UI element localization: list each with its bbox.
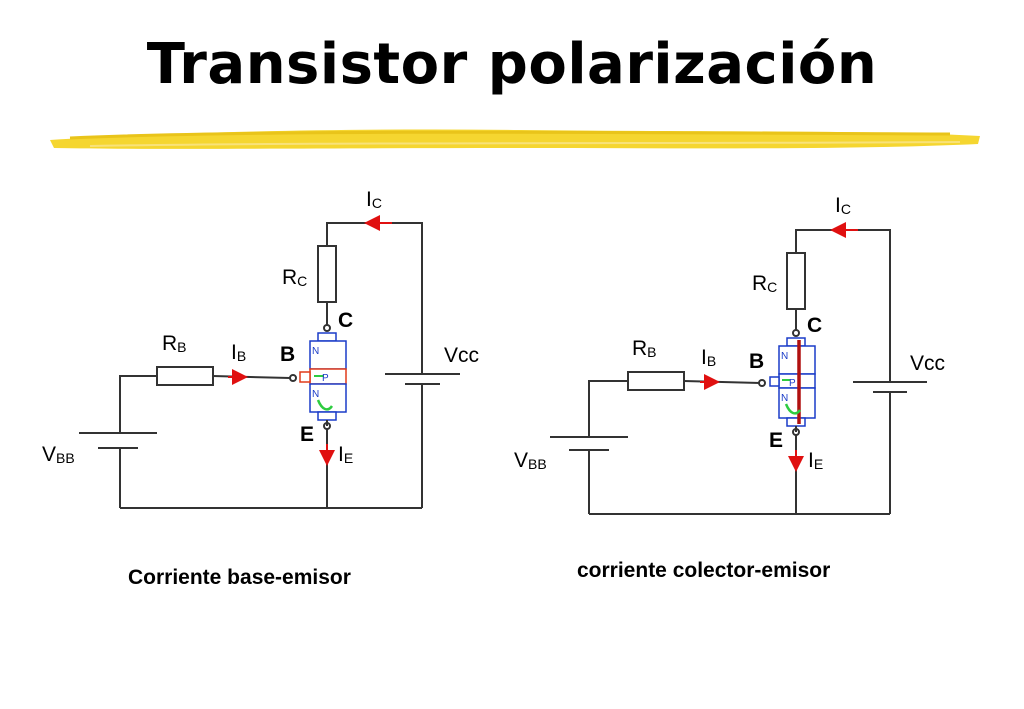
label-collector: C	[807, 314, 822, 337]
wire-left-vbb	[588, 380, 628, 514]
layer-n-bottom: N	[312, 389, 319, 400]
layer-n-bottom: N	[781, 393, 788, 404]
label-emitter: E	[769, 429, 783, 452]
circuit-base-emitter	[79, 222, 460, 509]
label-ib: IB	[701, 346, 716, 369]
caption-base-emitter: Corriente base-emisor	[128, 566, 351, 589]
label-ic: IC	[835, 194, 851, 217]
label-ie: IE	[808, 449, 823, 472]
label-emitter: E	[300, 423, 314, 446]
resistor-rc	[786, 252, 806, 310]
label-collector: C	[338, 309, 353, 332]
wire-left-vbb	[119, 375, 157, 508]
resistor-rb	[627, 371, 685, 391]
label-rc: RC	[282, 266, 307, 289]
layer-n-top: N	[781, 351, 788, 362]
caption-collector-emitter: corriente colector-emisor	[577, 559, 831, 582]
label-rc: RC	[752, 272, 777, 295]
wire-rb-base	[212, 375, 291, 379]
layer-p: P	[322, 373, 329, 384]
label-base: B	[280, 343, 295, 366]
resistor-rc	[317, 245, 337, 303]
resistor-rb	[156, 366, 214, 386]
label-vbb: VBB	[514, 449, 547, 472]
terminal-collector	[792, 329, 800, 337]
terminal-base	[758, 379, 766, 387]
wire-rb-base	[683, 380, 761, 384]
label-ie: IE	[338, 443, 353, 466]
transistor-1	[299, 332, 347, 426]
label-vcc: Vcc	[444, 344, 479, 367]
label-ic: IC	[366, 188, 382, 211]
layer-n-top: N	[312, 346, 319, 357]
label-vbb: VBB	[42, 443, 75, 466]
slide-title: Transistor polarización	[146, 32, 878, 97]
label-rb: RB	[162, 332, 187, 355]
label-ib: IB	[231, 341, 246, 364]
layer-p: P	[789, 378, 796, 389]
electron-flow-arrow	[784, 403, 802, 415]
terminal-base	[289, 374, 297, 382]
label-vcc: Vcc	[910, 352, 945, 375]
label-rb: RB	[632, 337, 657, 360]
terminal-collector	[323, 324, 331, 332]
label-base: B	[749, 350, 764, 373]
title-highlight-stroke	[50, 129, 980, 149]
transistor-2	[769, 337, 816, 432]
electron-flow-arrow	[316, 399, 334, 411]
circuit-collector-emitter	[550, 229, 927, 515]
